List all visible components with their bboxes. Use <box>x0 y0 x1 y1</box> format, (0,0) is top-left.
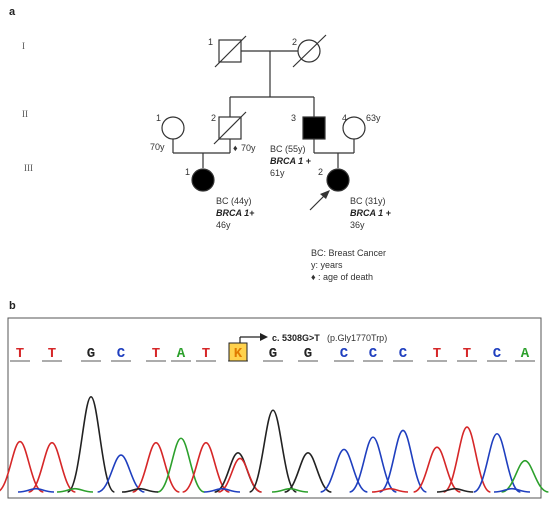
pedigree-gen2 <box>161 111 366 168</box>
peak-14 <box>413 446 461 493</box>
base-7: T <box>202 346 210 362</box>
gen3-p1-id: 1 <box>185 167 190 177</box>
gen3-p1-female-affected <box>191 168 215 192</box>
base-6: A <box>177 346 186 362</box>
base-9: G <box>269 346 277 362</box>
pedigree-gen1 <box>214 34 327 117</box>
peak-13 <box>379 429 427 493</box>
peak-1 <box>0 440 44 493</box>
peak-10 <box>284 451 332 493</box>
mutation-cdna: c. 5308G>T <box>272 333 320 343</box>
generation-label-2: II <box>22 109 28 119</box>
base-13: C <box>399 346 408 362</box>
gen2-p1-id: 1 <box>156 113 161 123</box>
base-10: G <box>304 346 312 362</box>
base-5: T <box>152 346 160 362</box>
peak-2 <box>28 441 76 493</box>
gen1-male-id: 1 <box>208 37 213 47</box>
noise-peak-6 <box>371 487 409 493</box>
peak-3 <box>67 395 115 493</box>
noise-peak-2 <box>56 487 94 493</box>
peak-17 <box>501 459 549 493</box>
peak-7 <box>182 441 230 493</box>
base-11: C <box>340 346 349 362</box>
peak-5 <box>132 441 180 493</box>
legend-death-glyph: ♦ <box>311 272 316 282</box>
generation-label-1: I <box>22 41 25 51</box>
gen3-p2-age: 36y <box>350 220 365 230</box>
mutation-arrow-head <box>260 333 268 341</box>
gen1-female-id: 2 <box>292 37 297 47</box>
peak-4 <box>97 454 145 493</box>
panel-b-label: b <box>9 300 16 312</box>
peak-6 <box>157 437 205 493</box>
gen2-p1-female <box>161 116 185 140</box>
peak-16 <box>473 432 521 493</box>
gen2-p3-gene: BRCA 1 + <box>270 156 312 166</box>
base-12: C <box>369 346 378 362</box>
gen2-p2-death-slash <box>213 111 247 145</box>
legend-bc: BC: Breast Cancer <box>311 248 386 258</box>
peak-11 <box>320 448 368 493</box>
noise-peak-7 <box>436 487 474 493</box>
base-3: G <box>87 346 95 362</box>
chromatogram-frame <box>7 317 542 499</box>
gen3-p2-gene: BRCA 1 + <box>350 208 392 218</box>
gen2-p1-age: 70y <box>150 142 165 152</box>
legend-years: y: years <box>311 260 343 270</box>
peak-9 <box>249 409 297 493</box>
peak-15 <box>443 426 491 493</box>
gen2-p3-id: 3 <box>291 113 296 123</box>
gen3-p1-age: 46y <box>216 220 231 230</box>
base-8: K <box>234 346 243 362</box>
gen2-p2-id: 2 <box>211 113 216 123</box>
gen1-female-death-slash <box>292 34 327 68</box>
peak-8-secondary <box>218 457 262 493</box>
mutation-protein: (p.Gly1770Trp) <box>327 333 387 343</box>
pedigree-gen3 <box>191 168 350 211</box>
gen2-p3-male-affected <box>302 116 326 140</box>
gen3-p1-gene: BRCA 1+ <box>216 208 255 218</box>
base-17: A <box>521 346 530 362</box>
gen2-p4-id: 4 <box>342 113 347 123</box>
gen3-p2-diagnosis: BC (31y) <box>350 196 386 206</box>
gen3-p2-female-affected <box>326 168 350 192</box>
chromatogram-traces <box>0 395 549 493</box>
gen2-p2-age: 70y <box>241 143 256 153</box>
base-15: T <box>463 346 471 362</box>
base-1: T <box>16 346 24 362</box>
base-4: C <box>117 346 126 362</box>
gen1-male-death-slash <box>214 35 247 68</box>
base-2: T <box>48 346 56 362</box>
gen1-male-deceased <box>218 39 242 63</box>
noise-peak-8 <box>493 487 531 493</box>
generation-label-3: III <box>24 163 33 173</box>
gen2-p3-age: 61y <box>270 168 285 178</box>
gen2-p3-diagnosis: BC (55y) <box>270 144 306 154</box>
noise-peak-5 <box>271 487 309 493</box>
gen3-p1-diagnosis: BC (44y) <box>216 196 252 206</box>
gen2-p4-age: 63y <box>366 113 381 123</box>
legend-death: : age of death <box>318 272 373 282</box>
noise-peak-1 <box>17 487 55 493</box>
noise-peak-4 <box>203 487 241 493</box>
gen2-p2-death-glyph: ♦ <box>233 143 238 153</box>
gen3-p2-id: 2 <box>318 167 323 177</box>
proband-arrow-head <box>320 190 330 199</box>
base-16: C <box>493 346 502 362</box>
noise-peak-3 <box>121 487 159 493</box>
panel-a-label: a <box>9 6 16 18</box>
base-14: T <box>433 346 441 362</box>
